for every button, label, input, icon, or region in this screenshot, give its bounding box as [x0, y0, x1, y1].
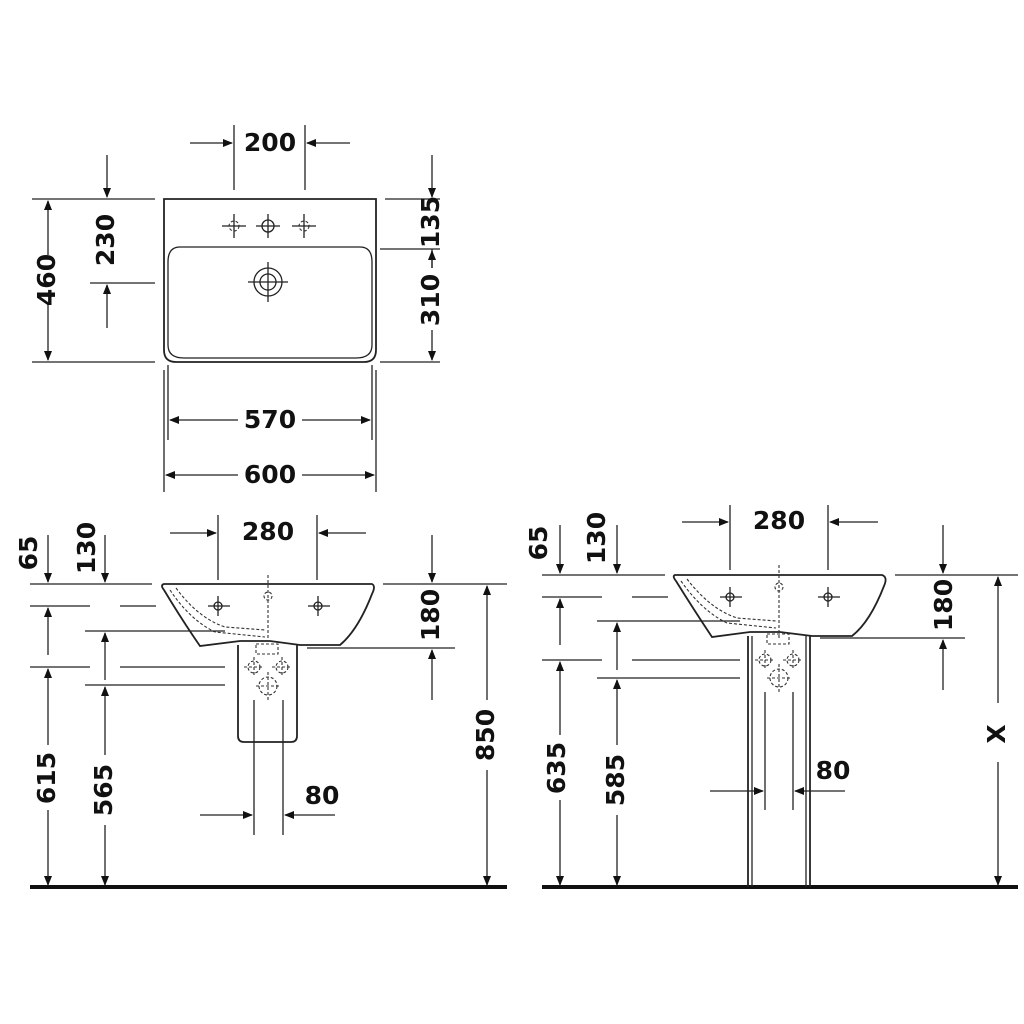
tap-hole-icon	[222, 214, 316, 238]
top-view: 200 460 230 135 310 570 600	[32, 125, 445, 492]
dim-inner-width: 570	[244, 405, 296, 434]
drain-icon	[248, 262, 288, 302]
dim-130: 130	[72, 522, 101, 574]
dim-615: 615	[32, 752, 61, 804]
tap-hole-icon	[208, 596, 330, 616]
pedestal-outline	[747, 636, 811, 887]
dim-585: 585	[601, 754, 630, 806]
dim-basin-height: 180	[929, 579, 958, 631]
semipedestal-outline	[237, 645, 298, 743]
semipedestal-view: 65 130 615 565 280 180 850 80	[14, 515, 507, 889]
dim-deck-depth: 135	[416, 196, 445, 248]
dim-depth-total: 460	[32, 254, 61, 306]
basin-outline-top	[163, 198, 377, 363]
dim-65: 65	[14, 536, 43, 571]
dim-65: 65	[524, 526, 553, 561]
dim-basin-height: 180	[416, 589, 445, 641]
dim-130: 130	[582, 512, 611, 564]
dim-outer-width: 600	[244, 460, 296, 489]
dim-tap-spacing: 280	[753, 506, 805, 535]
dim-rim-height: 850	[471, 709, 500, 761]
dim-565: 565	[89, 764, 118, 816]
bowl-outline-top	[167, 246, 373, 359]
basin-side-outline	[161, 583, 375, 647]
dim-tap-spacing: 280	[242, 517, 294, 546]
basin-side-outline	[672, 574, 887, 638]
pipe-connection-icon	[244, 643, 292, 700]
tap-hole-icon	[720, 587, 840, 607]
dim-drain-offset: 230	[91, 214, 120, 266]
dim-635: 635	[542, 742, 571, 794]
dim-bowl-depth: 310	[416, 274, 445, 326]
dim-pipe-spacing: 80	[816, 756, 851, 785]
pipe-connection-icon	[755, 633, 803, 692]
pedestal-view: 65 130 635 585 280 180 X 80	[524, 505, 1018, 889]
dim-tap-spacing-top: 200	[244, 128, 296, 157]
dim-pipe-spacing: 80	[305, 781, 340, 810]
dim-rim-height: X	[982, 724, 1011, 743]
